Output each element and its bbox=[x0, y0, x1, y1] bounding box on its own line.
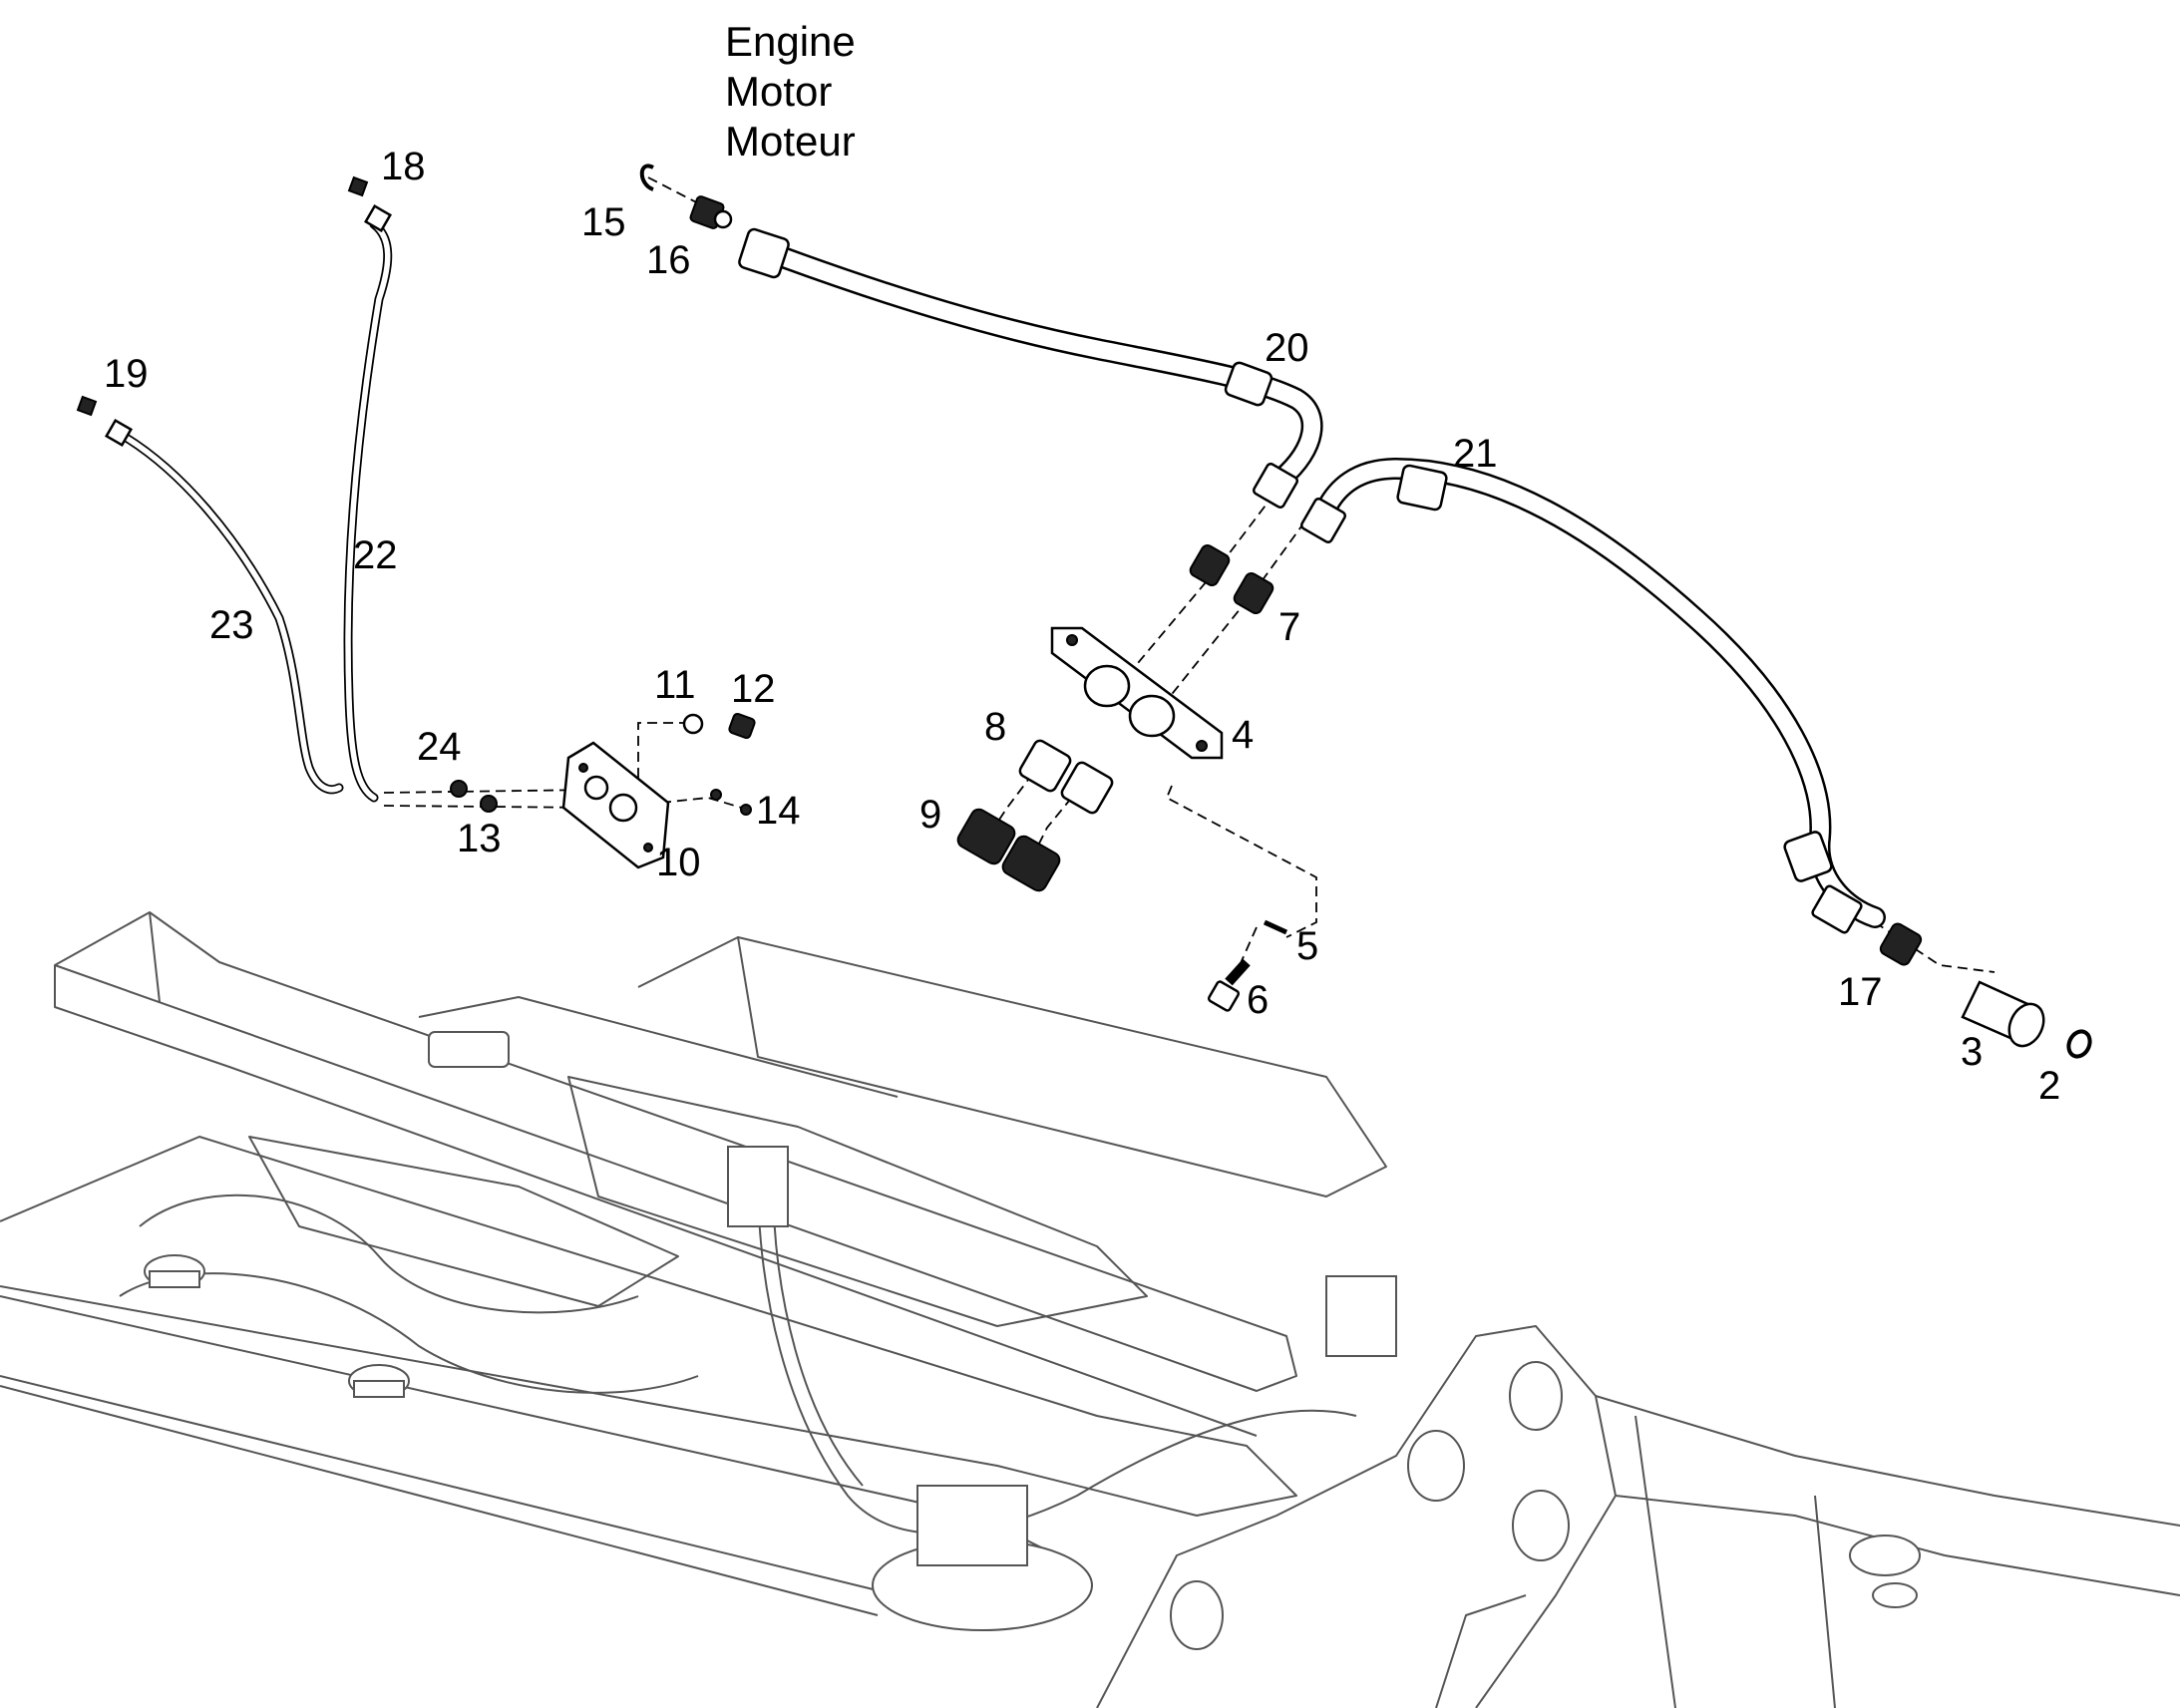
callout-7: 7 bbox=[1278, 605, 1300, 649]
callout-15: 15 bbox=[581, 200, 626, 244]
callout-18: 18 bbox=[381, 145, 426, 188]
callout-22: 22 bbox=[353, 533, 398, 577]
chassis-frame bbox=[0, 911, 2180, 1708]
callout-3: 3 bbox=[1961, 1030, 1983, 1074]
hose-23 bbox=[104, 418, 344, 795]
engine-label-de: Motor bbox=[725, 68, 832, 115]
callout-5: 5 bbox=[1296, 924, 1318, 968]
callout-13: 13 bbox=[457, 817, 502, 860]
callout-9: 9 bbox=[919, 793, 941, 837]
engine-label-fr: Moteur bbox=[725, 118, 856, 165]
engine-label-en: Engine bbox=[725, 18, 856, 65]
callout-17: 17 bbox=[1838, 970, 1883, 1014]
callout-14: 14 bbox=[756, 789, 801, 833]
callout-4: 4 bbox=[1232, 713, 1254, 757]
callout-2: 2 bbox=[2038, 1064, 2060, 1108]
parts-small bbox=[76, 164, 2092, 1059]
plate-4 bbox=[1050, 626, 1224, 760]
callout-20: 20 bbox=[1265, 326, 1309, 370]
callout-8: 8 bbox=[984, 705, 1006, 749]
plate-10 bbox=[561, 741, 670, 869]
part-callouts: 18 15 16 19 20 21 22 23 7 11 12 8 4 24 1… bbox=[104, 145, 2060, 1108]
callout-11: 11 bbox=[654, 663, 696, 707]
callout-23: 23 bbox=[209, 603, 254, 647]
callout-10: 10 bbox=[656, 841, 701, 884]
hose-21 bbox=[1299, 458, 1886, 934]
hose-22 bbox=[343, 203, 393, 803]
callout-6: 6 bbox=[1247, 978, 1269, 1022]
callout-21: 21 bbox=[1453, 432, 1498, 476]
engine-label: Engine Motor Moteur bbox=[725, 18, 856, 165]
hose-20 bbox=[738, 227, 1323, 510]
callout-12: 12 bbox=[731, 667, 776, 711]
callout-24: 24 bbox=[417, 725, 462, 769]
callout-16: 16 bbox=[646, 238, 691, 282]
callout-19: 19 bbox=[104, 352, 149, 396]
